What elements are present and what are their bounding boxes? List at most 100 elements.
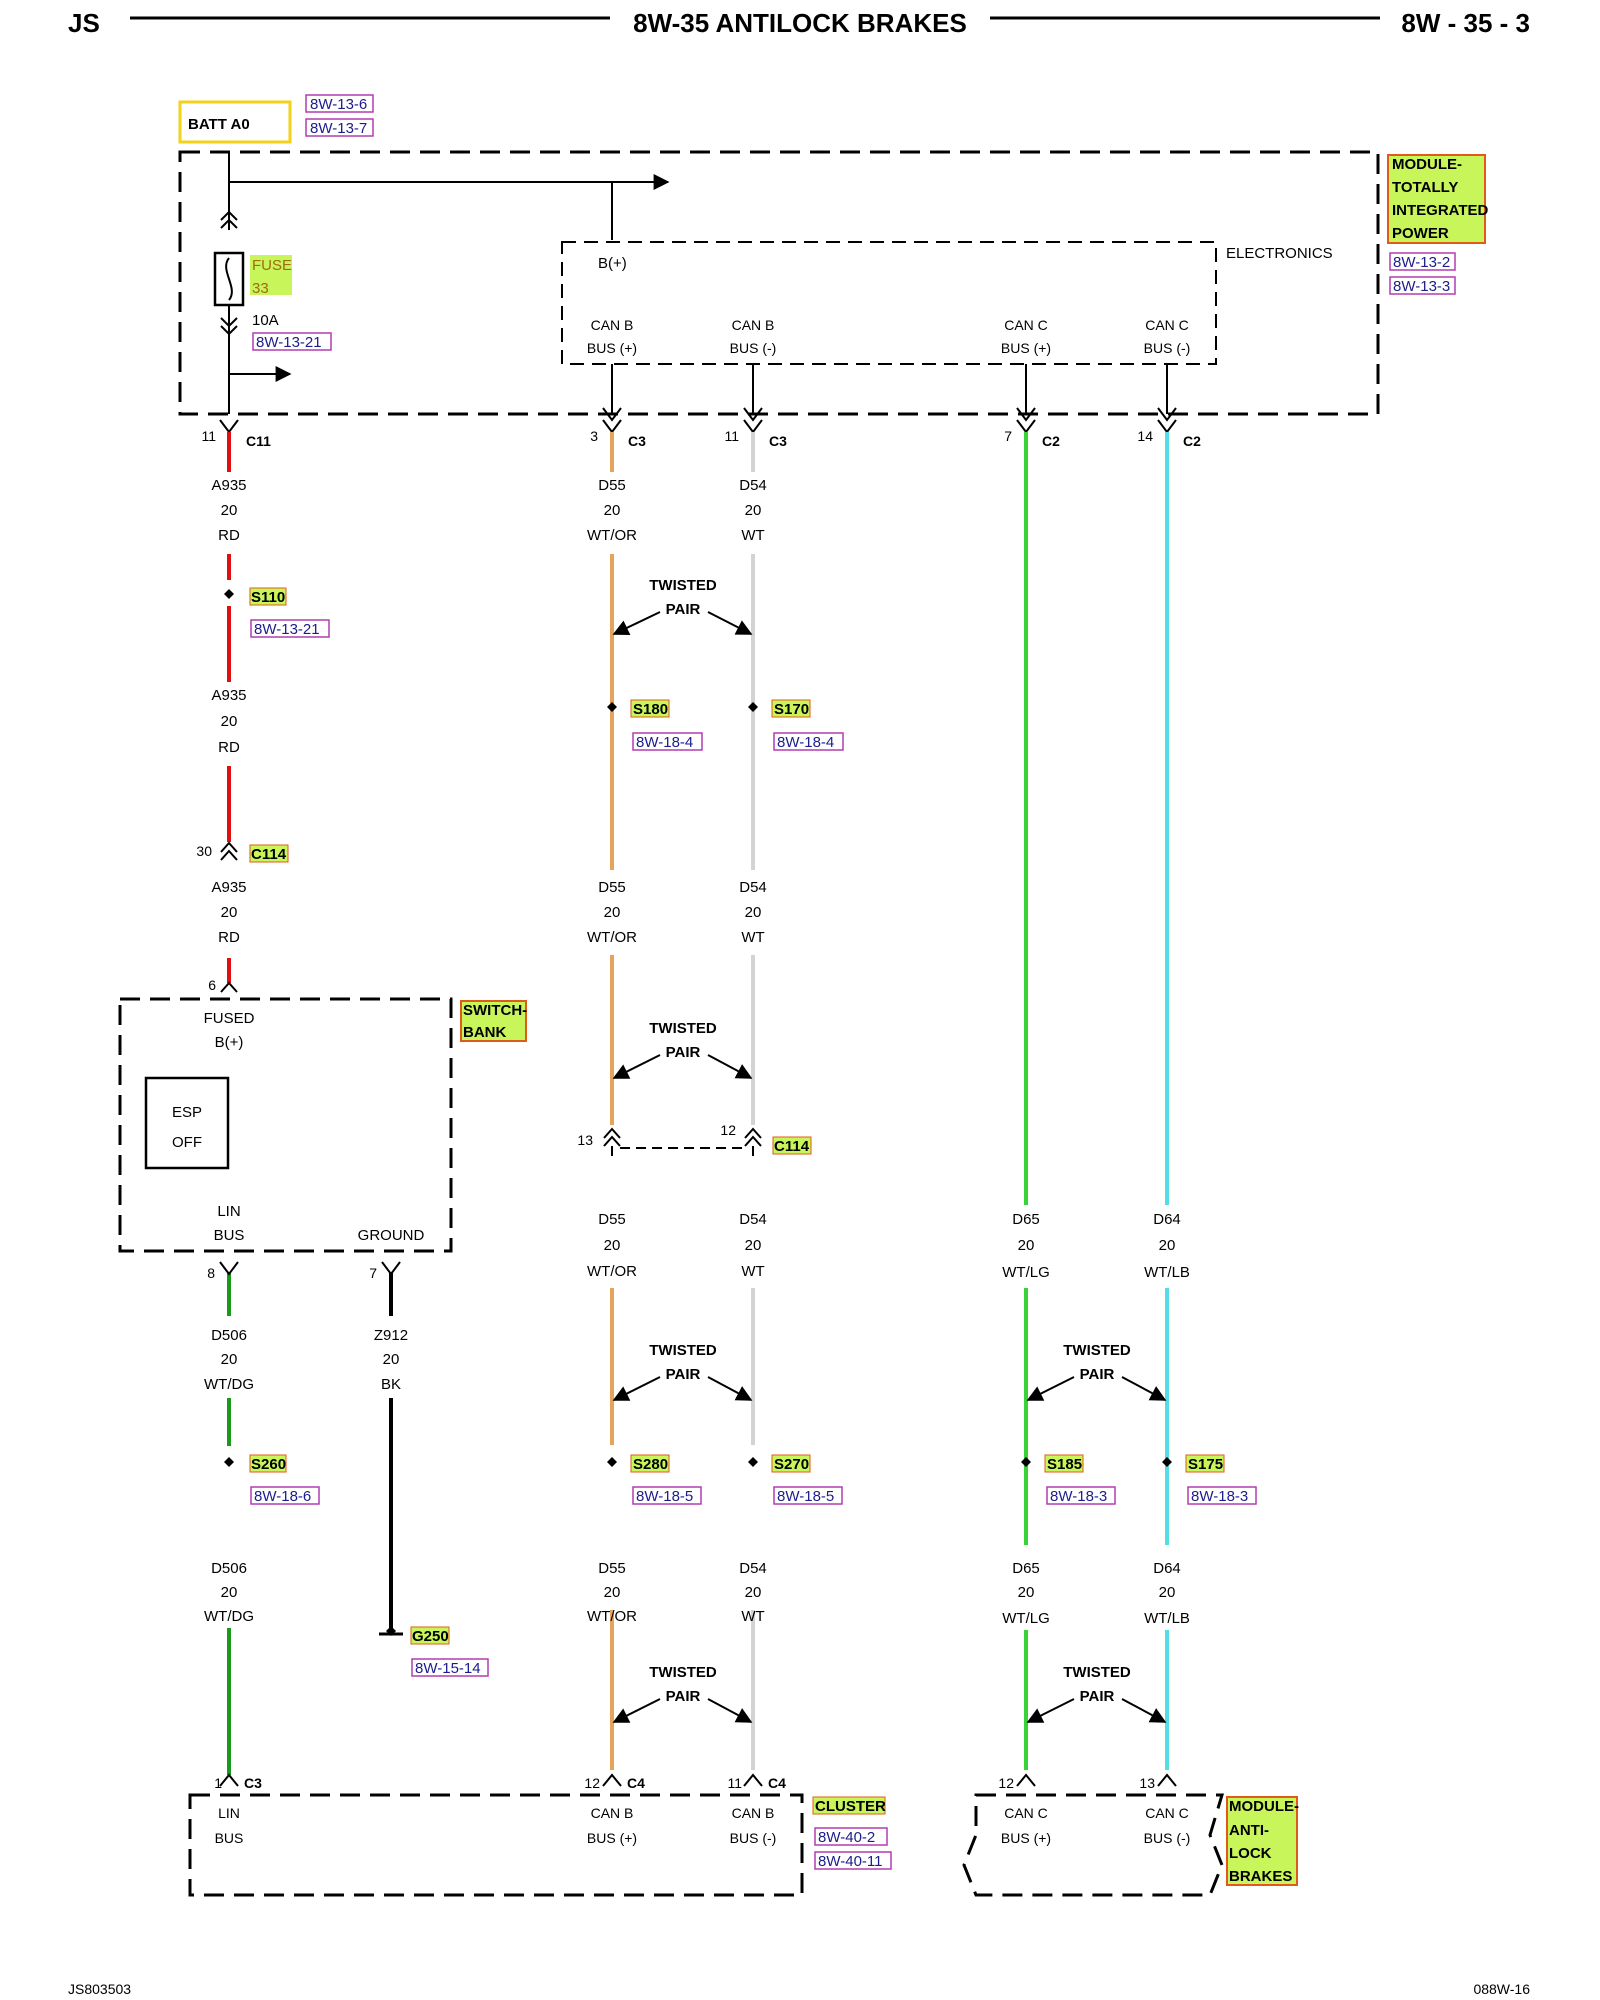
connector-c114-can[interactable]: 13 12 C114 [577, 1122, 812, 1156]
svg-text:D65: D65 [1012, 1560, 1040, 1577]
svg-text:PAIR: PAIR [666, 1366, 701, 1383]
wire-label-a935-1: A935 20 RD [211, 477, 246, 544]
svg-text:20: 20 [1159, 1584, 1176, 1601]
svg-text:PAIR: PAIR [666, 1044, 701, 1061]
abs-pin13: 13 [1139, 1775, 1155, 1791]
header-left: JS [68, 8, 100, 38]
wire-label-d65-1: D65 20 WT/LG [1002, 1211, 1050, 1281]
svg-text:20: 20 [745, 1237, 762, 1254]
c3a-pin: 3 [590, 428, 598, 444]
splice-s180[interactable]: S180 8W-18-4 [607, 699, 703, 751]
svg-text:20: 20 [221, 502, 238, 519]
splice-s110[interactable]: S110 8W-13-21 [224, 587, 330, 638]
svg-text:D54: D54 [739, 1560, 767, 1577]
svg-text:PAIR: PAIR [1080, 1688, 1115, 1705]
switch-bank-name-box [460, 1000, 527, 1042]
svg-text:D55: D55 [598, 1560, 626, 1577]
wire-label-d55-4: D55 20 WT/OR [587, 1560, 637, 1625]
fuse-name: FUSE [252, 257, 292, 274]
svg-text:8W-18-4: 8W-18-4 [636, 734, 693, 751]
svg-text:D55: D55 [598, 477, 626, 494]
cluster-refs[interactable]: 8W-40-2 8W-40-11 [814, 1827, 892, 1870]
tipm-chevron-top [220, 210, 238, 229]
svg-text:S280: S280 [633, 1456, 668, 1473]
fuse-rating: 10A [252, 312, 279, 329]
batt-refs[interactable]: 8W-13-6 8W-13-7 [305, 94, 374, 137]
svg-text:C114: C114 [774, 1138, 810, 1155]
switch-bank-lin-1: LIN [217, 1203, 240, 1220]
tipm-pin2-l1: CAN B [732, 317, 775, 333]
svg-text:D55: D55 [598, 1211, 626, 1228]
fuse-ref[interactable]: 8W-13-21 [256, 334, 322, 351]
fuse-33-symbol[interactable] [213, 251, 245, 307]
svg-text:S185: S185 [1047, 1456, 1082, 1473]
tipm-ref-2[interactable]: 8W-13-3 [1393, 278, 1450, 295]
tipm-pin3-l2: BUS (+) [1001, 340, 1051, 356]
wire-label-d55-3: D55 20 WT/OR [587, 1211, 637, 1280]
svg-text:20: 20 [604, 904, 621, 921]
svg-text:D65: D65 [1012, 1211, 1040, 1228]
cluster-outline [188, 1793, 804, 1897]
svg-text:12: 12 [720, 1122, 736, 1138]
cluster-pin3-l2: BUS (-) [730, 1830, 777, 1846]
svg-text:S110: S110 [251, 589, 285, 606]
abs-pin2-l2: BUS (-) [1144, 1830, 1191, 1846]
svg-text:D54: D54 [739, 879, 767, 896]
svg-text:C114: C114 [251, 846, 287, 863]
c3a-name: C3 [628, 433, 646, 449]
c2a-pin: 7 [1004, 428, 1012, 444]
batt-ref-1[interactable]: 8W-13-6 [310, 96, 367, 113]
tipm-name-box [1387, 154, 1486, 244]
switch-bank-ground: GROUND [358, 1227, 425, 1244]
esp-off-button[interactable]: ESP OFF [144, 1076, 230, 1170]
switch-bank-fused-1: FUSED [204, 1010, 255, 1027]
cluster-c3-name: C3 [244, 1775, 262, 1791]
switch-bank-outline [118, 997, 453, 1253]
svg-text:TWISTED: TWISTED [649, 1342, 717, 1359]
tipm-ref-1[interactable]: 8W-13-2 [1393, 254, 1450, 271]
cluster-pin1-l2: BUS [215, 1830, 244, 1846]
fuse-element [225, 257, 233, 301]
splice-s185[interactable]: S185 8W-18-3 [1021, 1454, 1116, 1505]
splice-s175[interactable]: S175 8W-18-3 [1162, 1454, 1257, 1505]
svg-text:D54: D54 [739, 477, 767, 494]
svg-text:20: 20 [1018, 1237, 1035, 1254]
svg-text:20: 20 [604, 502, 621, 519]
abs-connectors: 12 13 [998, 1773, 1177, 1791]
svg-text:WT/OR: WT/OR [587, 527, 637, 544]
tipm-pin4-l2: BUS (-) [1144, 340, 1191, 356]
svg-text:8W-18-6: 8W-18-6 [254, 1488, 311, 1505]
switch-bank-name-2: BANK [463, 1024, 506, 1041]
batt-ref-2[interactable]: 8W-13-7 [310, 120, 367, 137]
svg-text:20: 20 [1159, 1237, 1176, 1254]
abs-name-box [1226, 1796, 1298, 1886]
connector-c114-a935[interactable]: 30 C114 [196, 841, 289, 863]
svg-text:WT/DG: WT/DG [204, 1608, 254, 1625]
splice-s280[interactable]: S280 8W-18-5 [607, 1454, 702, 1505]
switch-bank-lin-2: BUS [214, 1227, 245, 1244]
svg-text:20: 20 [745, 502, 762, 519]
svg-text:RD: RD [218, 739, 240, 756]
fuse-ref-box [252, 332, 332, 351]
svg-text:S170: S170 [774, 701, 809, 718]
svg-text:WT: WT [741, 527, 764, 544]
cluster-ref-2[interactable]: 8W-40-11 [818, 1853, 882, 1870]
svg-text:20: 20 [604, 1237, 621, 1254]
abs-name-3: LOCK [1229, 1845, 1272, 1862]
svg-text:8W-18-4: 8W-18-4 [777, 734, 834, 751]
splice-s170[interactable]: S170 8W-18-4 [748, 699, 844, 751]
abs-name-4: BRAKES [1229, 1868, 1292, 1885]
page-title: 8W-35 ANTILOCK BRAKES [633, 8, 967, 38]
svg-text:S260: S260 [251, 1456, 286, 1473]
splice-s260[interactable]: S260 8W-18-6 [224, 1454, 320, 1505]
tipm-pin3-l1: CAN C [1004, 317, 1048, 333]
splice-s270[interactable]: S270 8W-18-5 [748, 1454, 843, 1505]
svg-text:20: 20 [221, 904, 238, 921]
esp-off-label-2: OFF [172, 1134, 202, 1151]
svg-text:G250: G250 [412, 1628, 449, 1645]
tipm-name-4: POWER [1392, 225, 1449, 242]
ground-g250[interactable]: G250 8W-15-14 [379, 1626, 489, 1677]
cluster-ref-1[interactable]: 8W-40-2 [818, 1829, 875, 1846]
tipm-refs[interactable]: 8W-13-2 8W-13-3 [1389, 252, 1456, 295]
